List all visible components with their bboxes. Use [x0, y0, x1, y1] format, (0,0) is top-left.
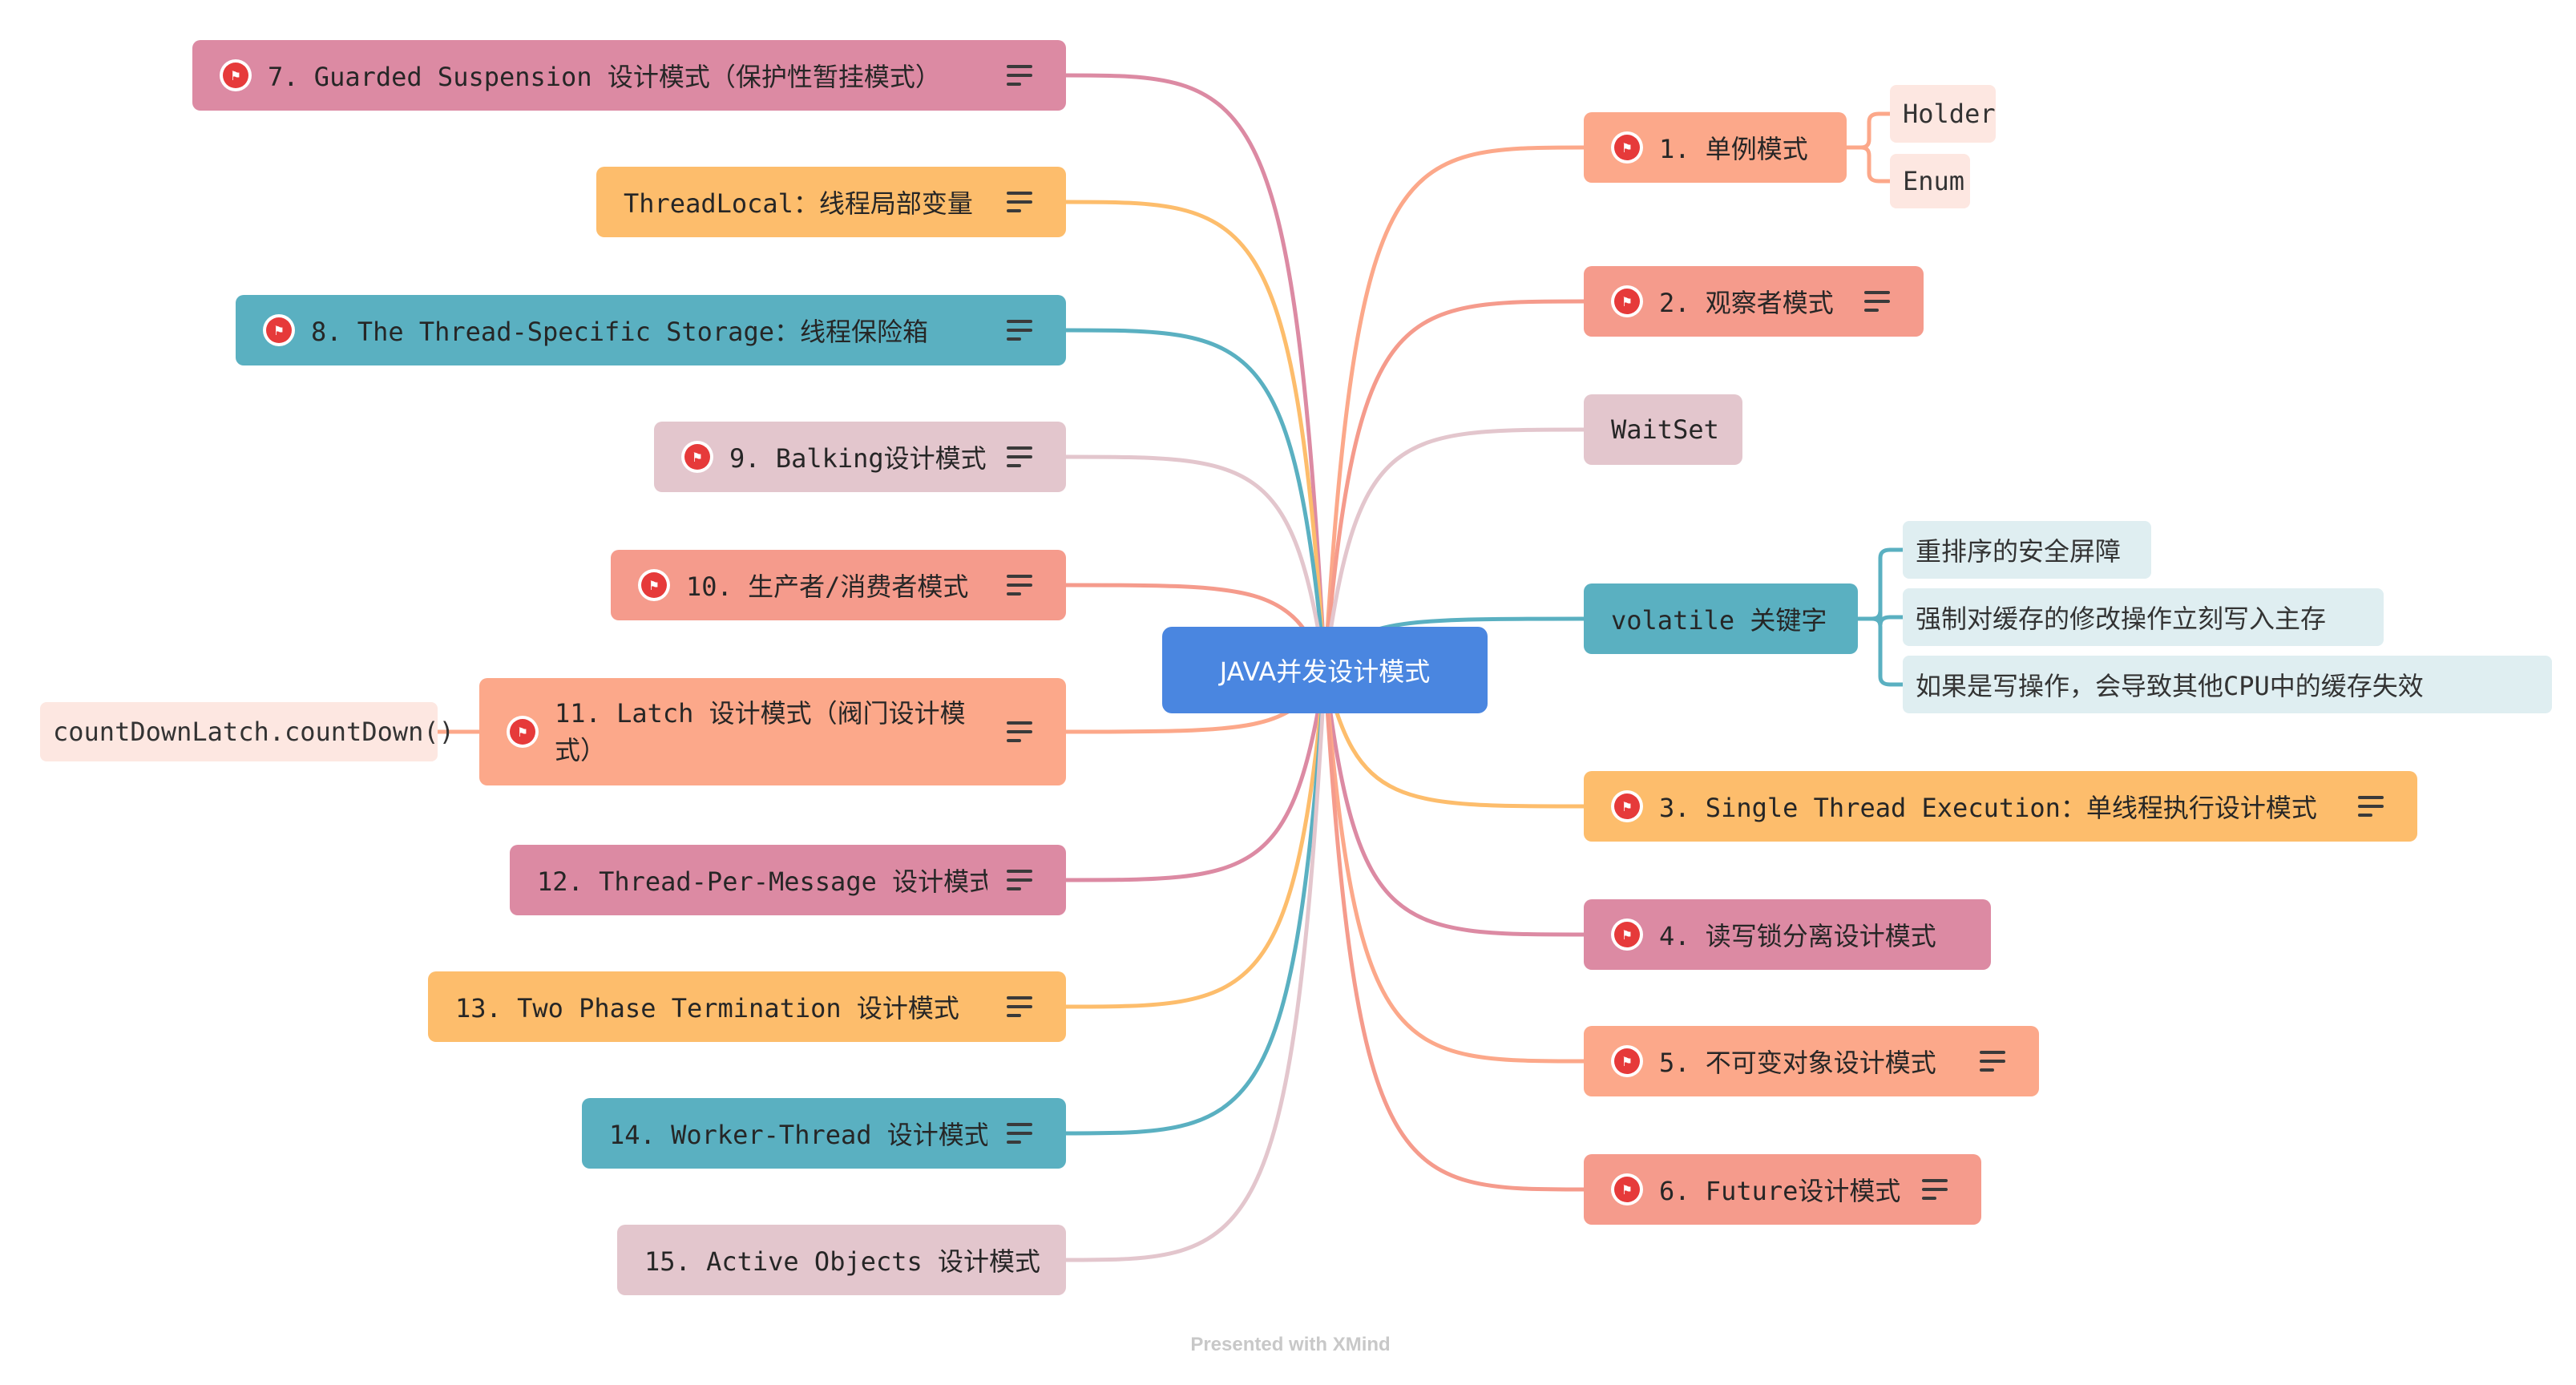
notes-icon[interactable]	[1007, 320, 1034, 341]
topic-future[interactable]: ⚑ 6. Future设计模式	[1584, 1154, 1981, 1225]
flag-icon: ⚑	[1611, 1173, 1643, 1205]
topic-volatile[interactable]: volatile 关键字	[1584, 583, 1858, 654]
topic-singleton[interactable]: ⚑ 1. 单例模式	[1584, 112, 1847, 183]
topic-label: 11. Latch 设计模式（阀门设计模式）	[555, 698, 966, 765]
notes-icon[interactable]	[1007, 721, 1034, 742]
branch-connector	[1322, 145, 1586, 672]
branch-connector	[1322, 427, 1586, 672]
flag-icon: ⚑	[1611, 790, 1643, 822]
subtopic-label: Holder	[1903, 99, 1996, 129]
subtopic-connector	[1844, 111, 1892, 150]
topic-label: 15. Active Objects 设计模式	[644, 1246, 1041, 1277]
topic-single-thread-execution[interactable]: ⚑ 3. Single Thread Execution：单线程执行设计模式	[1584, 771, 2417, 842]
branch-connector	[1322, 668, 1586, 1192]
subtopic-reorder-barrier[interactable]: 重排序的安全屏障	[1903, 521, 2151, 579]
flag-icon: ⚑	[220, 59, 252, 91]
topic-label: WaitSet	[1611, 414, 1719, 445]
notes-icon[interactable]	[1864, 291, 1892, 312]
subtopic-holder[interactable]: Holder	[1890, 85, 1996, 143]
topic-latch[interactable]: ⚑ 11. Latch 设计模式（阀门设计模式）	[479, 678, 1066, 785]
topic-guarded-suspension[interactable]: ⚑ 7. Guarded Suspension 设计模式（保护性暂挂模式）	[192, 40, 1066, 111]
topic-observer[interactable]: ⚑ 2. 观察者模式	[1584, 266, 1924, 337]
topic-label: 12. Thread-Per-Message 设计模式	[537, 866, 987, 897]
flag-icon: ⚑	[1611, 285, 1643, 317]
subtopic-invalidate-cpu-cache[interactable]: 如果是写操作，会导致其他CPU中的缓存失效	[1903, 656, 2552, 713]
central-topic[interactable]: JAVA并发设计模式	[1162, 627, 1488, 713]
topic-waitset[interactable]: WaitSet	[1584, 394, 1742, 465]
topic-label: 8. The Thread-Specific Storage：线程保险箱	[311, 317, 928, 347]
topic-label: ThreadLocal：线程局部变量	[624, 188, 973, 219]
branch-connector	[1322, 299, 1586, 672]
topic-balking[interactable]: ⚑ 9. Balking设计模式	[654, 422, 1066, 492]
topic-label: 5. 不可变对象设计模式	[1659, 1048, 1936, 1078]
topic-label: 14. Worker-Thread 设计模式	[609, 1120, 987, 1150]
notes-icon[interactable]	[1007, 446, 1034, 467]
notes-icon[interactable]	[1980, 1051, 2007, 1072]
branch-connector	[1064, 200, 1327, 672]
topic-worker-thread[interactable]: 14. Worker-Thread 设计模式	[582, 1098, 1066, 1169]
topic-threadlocal[interactable]: ThreadLocal：线程局部变量	[596, 167, 1066, 237]
topic-label: volatile 关键字	[1611, 605, 1827, 636]
topic-label: 7. Guarded Suspension 设计模式（保护性暂挂模式）	[268, 62, 941, 92]
notes-icon[interactable]	[1007, 65, 1034, 86]
flag-icon: ⚑	[1611, 919, 1643, 951]
branch-connector	[1064, 454, 1327, 672]
subtopic-connector	[1855, 547, 1905, 621]
subtopic-connector	[1855, 616, 1905, 687]
notes-icon[interactable]	[1007, 1123, 1034, 1144]
subtopic-flush-to-main-memory[interactable]: 强制对缓存的修改操作立刻写入主存	[1903, 588, 2384, 646]
topic-active-objects[interactable]: 15. Active Objects 设计模式	[617, 1225, 1066, 1295]
subtopic-enum[interactable]: Enum	[1890, 154, 1970, 208]
subtopic-label: 重排序的安全屏障	[1916, 536, 2122, 567]
topic-label: 2. 观察者模式	[1659, 288, 1834, 318]
notes-icon[interactable]	[1007, 575, 1034, 596]
topic-immutable-object[interactable]: ⚑ 5. 不可变对象设计模式	[1584, 1026, 2039, 1096]
topic-label: 1. 单例模式	[1659, 134, 1808, 164]
topic-label: 13. Two Phase Termination 设计模式	[455, 993, 959, 1024]
topic-label: 4. 读写锁分离设计模式	[1659, 921, 1936, 951]
notes-icon[interactable]	[2358, 796, 2385, 817]
flag-icon: ⚑	[263, 314, 295, 346]
subtopic-label: 强制对缓存的修改操作立刻写入主存	[1916, 604, 2327, 634]
flag-icon: ⚑	[507, 716, 539, 748]
branch-connector	[1322, 668, 1586, 809]
branch-connector	[1064, 668, 1327, 1009]
subtopic-label: Enum	[1903, 166, 1965, 196]
topic-thread-specific-storage[interactable]: ⚑ 8. The Thread-Specific Storage：线程保险箱	[236, 295, 1066, 365]
watermark: Presented with XMind	[1190, 1334, 1391, 1355]
topic-two-phase-termination[interactable]: 13. Two Phase Termination 设计模式	[428, 971, 1066, 1042]
flag-icon: ⚑	[638, 569, 670, 601]
notes-icon[interactable]	[1007, 192, 1034, 212]
branch-connector	[1322, 668, 1586, 937]
topic-label: 6. Future设计模式	[1659, 1176, 1901, 1206]
notes-icon[interactable]	[1922, 1179, 1949, 1200]
flag-icon: ⚑	[681, 441, 713, 473]
topic-label: 10. 生产者/消费者模式	[686, 571, 969, 602]
branch-connector	[1064, 668, 1327, 882]
subtopic-connector	[1844, 145, 1892, 184]
topic-producer-consumer[interactable]: ⚑ 10. 生产者/消费者模式	[611, 550, 1066, 620]
topic-read-write-lock[interactable]: ⚑ 4. 读写锁分离设计模式	[1584, 899, 1991, 970]
flag-icon: ⚑	[1611, 1045, 1643, 1077]
branch-connector	[1322, 668, 1586, 1064]
branch-connector	[1064, 328, 1327, 672]
topic-label: 3. Single Thread Execution：单线程执行设计模式	[1659, 793, 2317, 823]
branch-connector	[1064, 73, 1327, 672]
subtopic-countdownlatch[interactable]: countDownLatch.countDown()	[40, 702, 454, 761]
notes-icon[interactable]	[1007, 870, 1034, 890]
topic-label: 9. Balking设计模式	[729, 443, 987, 474]
topic-thread-per-message[interactable]: 12. Thread-Per-Message 设计模式	[510, 845, 1066, 915]
central-topic-label: JAVA并发设计模式	[1219, 656, 1431, 687]
subtopic-label: 如果是写操作，会导致其他CPU中的缓存失效	[1916, 671, 2424, 701]
flag-icon: ⚑	[1611, 131, 1643, 164]
subtopic-label: countDownLatch.countDown()	[53, 717, 454, 747]
branch-connector	[1064, 668, 1327, 1262]
notes-icon[interactable]	[1007, 996, 1034, 1017]
branch-connector	[1064, 668, 1327, 1136]
